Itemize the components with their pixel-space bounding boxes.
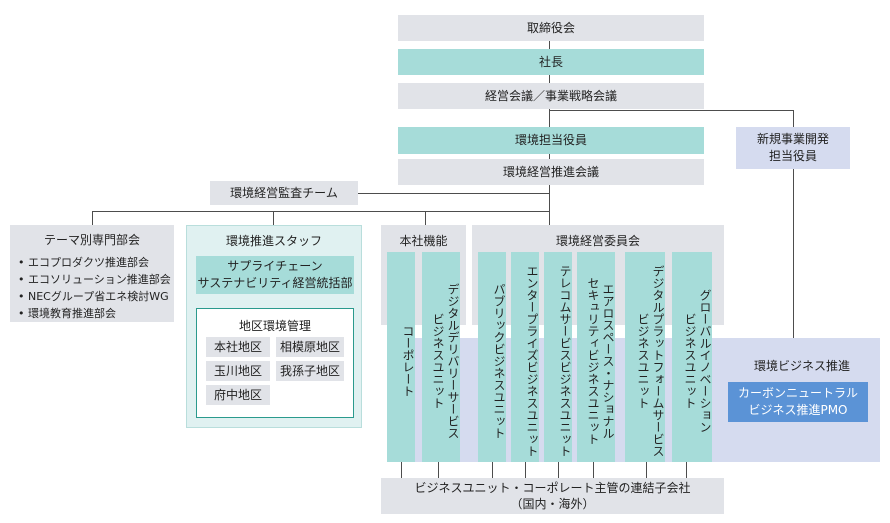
branch-staff-line — [273, 211, 274, 225]
district-box: 本社地区 — [206, 337, 270, 357]
theme-committee-list: エコプロダクツ推進部会 エコソリューション推進部会 NECグループ省エネ検討WG… — [18, 254, 171, 322]
district-box: 玉川地区 — [206, 361, 270, 381]
theme-committee-item: 環境教育推進部会 — [18, 305, 171, 322]
aerospace-bu-column: エアロスペース・ナショナル セキュリティビジネスユニット — [577, 252, 615, 462]
new-business-officer-box: 新規事業開発 担当役員 — [736, 127, 850, 169]
district-management-title: 地区環境管理 — [238, 319, 311, 333]
global-innovation-bu-column: グローバルイノベーション ビジネスユニット — [672, 252, 712, 462]
unit-drop-line — [401, 462, 402, 478]
unit-drop-line — [686, 462, 687, 478]
corporate-column: コーポレート — [387, 252, 415, 462]
digital-delivery-column: デジタルデリバリーサービス ビジネスユニット — [422, 252, 460, 462]
management-meeting-box: 経営会議／事業戦略会議 — [398, 83, 704, 109]
env-committee-title: 環境経営委員会 — [555, 234, 640, 248]
unit-drop-line — [492, 462, 493, 478]
theme-committee-item: エコプロダクツ推進部会 — [18, 254, 171, 271]
theme-committee-title: テーマ別専門部会 — [43, 233, 140, 247]
digital-platform-bu-column: デジタルプラットフォームサービス ビジネスユニット — [625, 252, 665, 462]
district-box: 相模原地区 — [276, 337, 344, 357]
newbiz-connector-h — [549, 110, 793, 111]
district-box: 府中地区 — [206, 385, 270, 405]
branch-hq-line — [425, 211, 426, 225]
president-box: 社長 — [398, 49, 704, 75]
newbiz-connector-v — [793, 110, 794, 127]
unit-drop-line — [438, 462, 439, 478]
env-staff-title: 環境推進スタッフ — [225, 234, 322, 248]
subsidiaries-box: ビジネスユニット・コーポレート主管の連結子会社 （国内・海外） — [381, 478, 724, 514]
hq-functions-title: 本社機能 — [399, 234, 448, 248]
unit-drop-line — [558, 462, 559, 478]
supply-chain-box: サプライチェーン サステナビリティ経営統括部 — [196, 256, 354, 294]
env-promotion-meeting-box: 環境経営推進会議 — [398, 159, 704, 185]
newbiz-to-envbiz-line — [793, 169, 794, 339]
enterprise-bu-column: エンタープライズビジネスユニット — [511, 252, 539, 462]
district-box: 我孫子地区 — [276, 361, 344, 381]
env-officer-box: 環境担当役員 — [398, 127, 704, 154]
branch-theme-line — [92, 211, 93, 225]
theme-committee-item: エコソリューション推進部会 — [18, 271, 171, 288]
telecom-bu-column: テレコムサービスビジネスユニット — [544, 252, 572, 462]
audit-connector-line — [330, 193, 550, 194]
theme-committee-item: NECグループ省エネ検討WG — [18, 288, 171, 305]
env-business-title: 環境ビジネス推進 — [753, 359, 850, 373]
public-bu-column: パブリックビジネスユニット — [478, 252, 506, 462]
env-audit-team-box: 環境経営監査チーム — [210, 181, 358, 205]
branch-horizontal-line — [92, 211, 550, 212]
unit-drop-line — [593, 462, 594, 478]
unit-drop-line — [525, 462, 526, 478]
carbon-neutral-pmo-box: カーボンニュートラル ビジネス推進PMO — [728, 382, 868, 422]
board-box: 取締役会 — [398, 15, 704, 41]
unit-drop-line — [646, 462, 647, 478]
